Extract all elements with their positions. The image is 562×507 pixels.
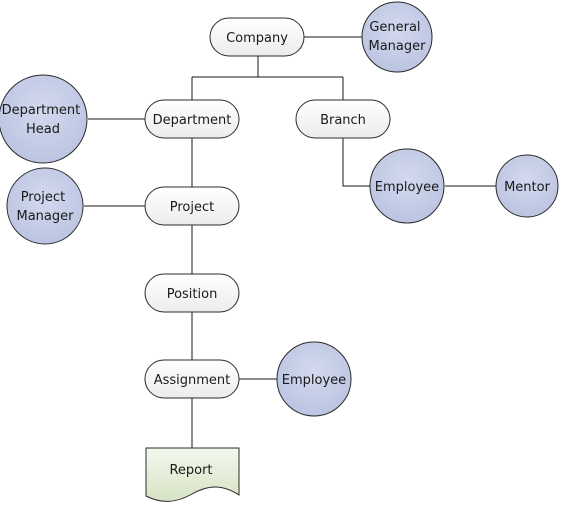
role-branch-employee-label: Employee bbox=[375, 180, 439, 195]
edge-branch-employee bbox=[342, 138, 371, 187]
role-department-head-label: Department Head bbox=[2, 103, 85, 137]
role-department-head[interactable]: Department Head bbox=[0, 74, 88, 164]
role-general-manager-label: General Manager bbox=[369, 20, 427, 54]
entity-department-label: Department bbox=[153, 113, 232, 128]
entity-assignment-label: Assignment bbox=[154, 373, 231, 388]
role-mentor[interactable]: Mentor bbox=[495, 154, 559, 218]
entity-company[interactable]: Company bbox=[209, 17, 305, 57]
role-mentor-label: Mentor bbox=[504, 180, 551, 195]
entity-branch-label: Branch bbox=[320, 113, 366, 128]
entity-assignment[interactable]: Assignment bbox=[144, 359, 240, 399]
role-branch-employee[interactable]: Employee bbox=[369, 148, 445, 224]
entity-position-label: Position bbox=[167, 287, 218, 302]
entity-department[interactable]: Department bbox=[144, 99, 240, 139]
entity-company-label: Company bbox=[226, 31, 288, 46]
entity-position[interactable]: Position bbox=[144, 273, 240, 313]
entity-project-label: Project bbox=[170, 200, 214, 215]
role-assignment-employee-label: Employee bbox=[282, 373, 346, 388]
entity-branch[interactable]: Branch bbox=[295, 99, 391, 139]
document-report[interactable]: Report bbox=[145, 447, 240, 502]
role-project-manager-label: Project Manager bbox=[17, 190, 75, 224]
role-project-manager[interactable]: Project Manager bbox=[6, 167, 84, 245]
document-report-label: Report bbox=[169, 463, 212, 478]
entity-project[interactable]: Project bbox=[144, 186, 240, 226]
role-assignment-employee[interactable]: Employee bbox=[276, 341, 352, 417]
connectors bbox=[84, 36, 497, 448]
role-general-manager[interactable]: General Manager bbox=[361, 1, 433, 73]
